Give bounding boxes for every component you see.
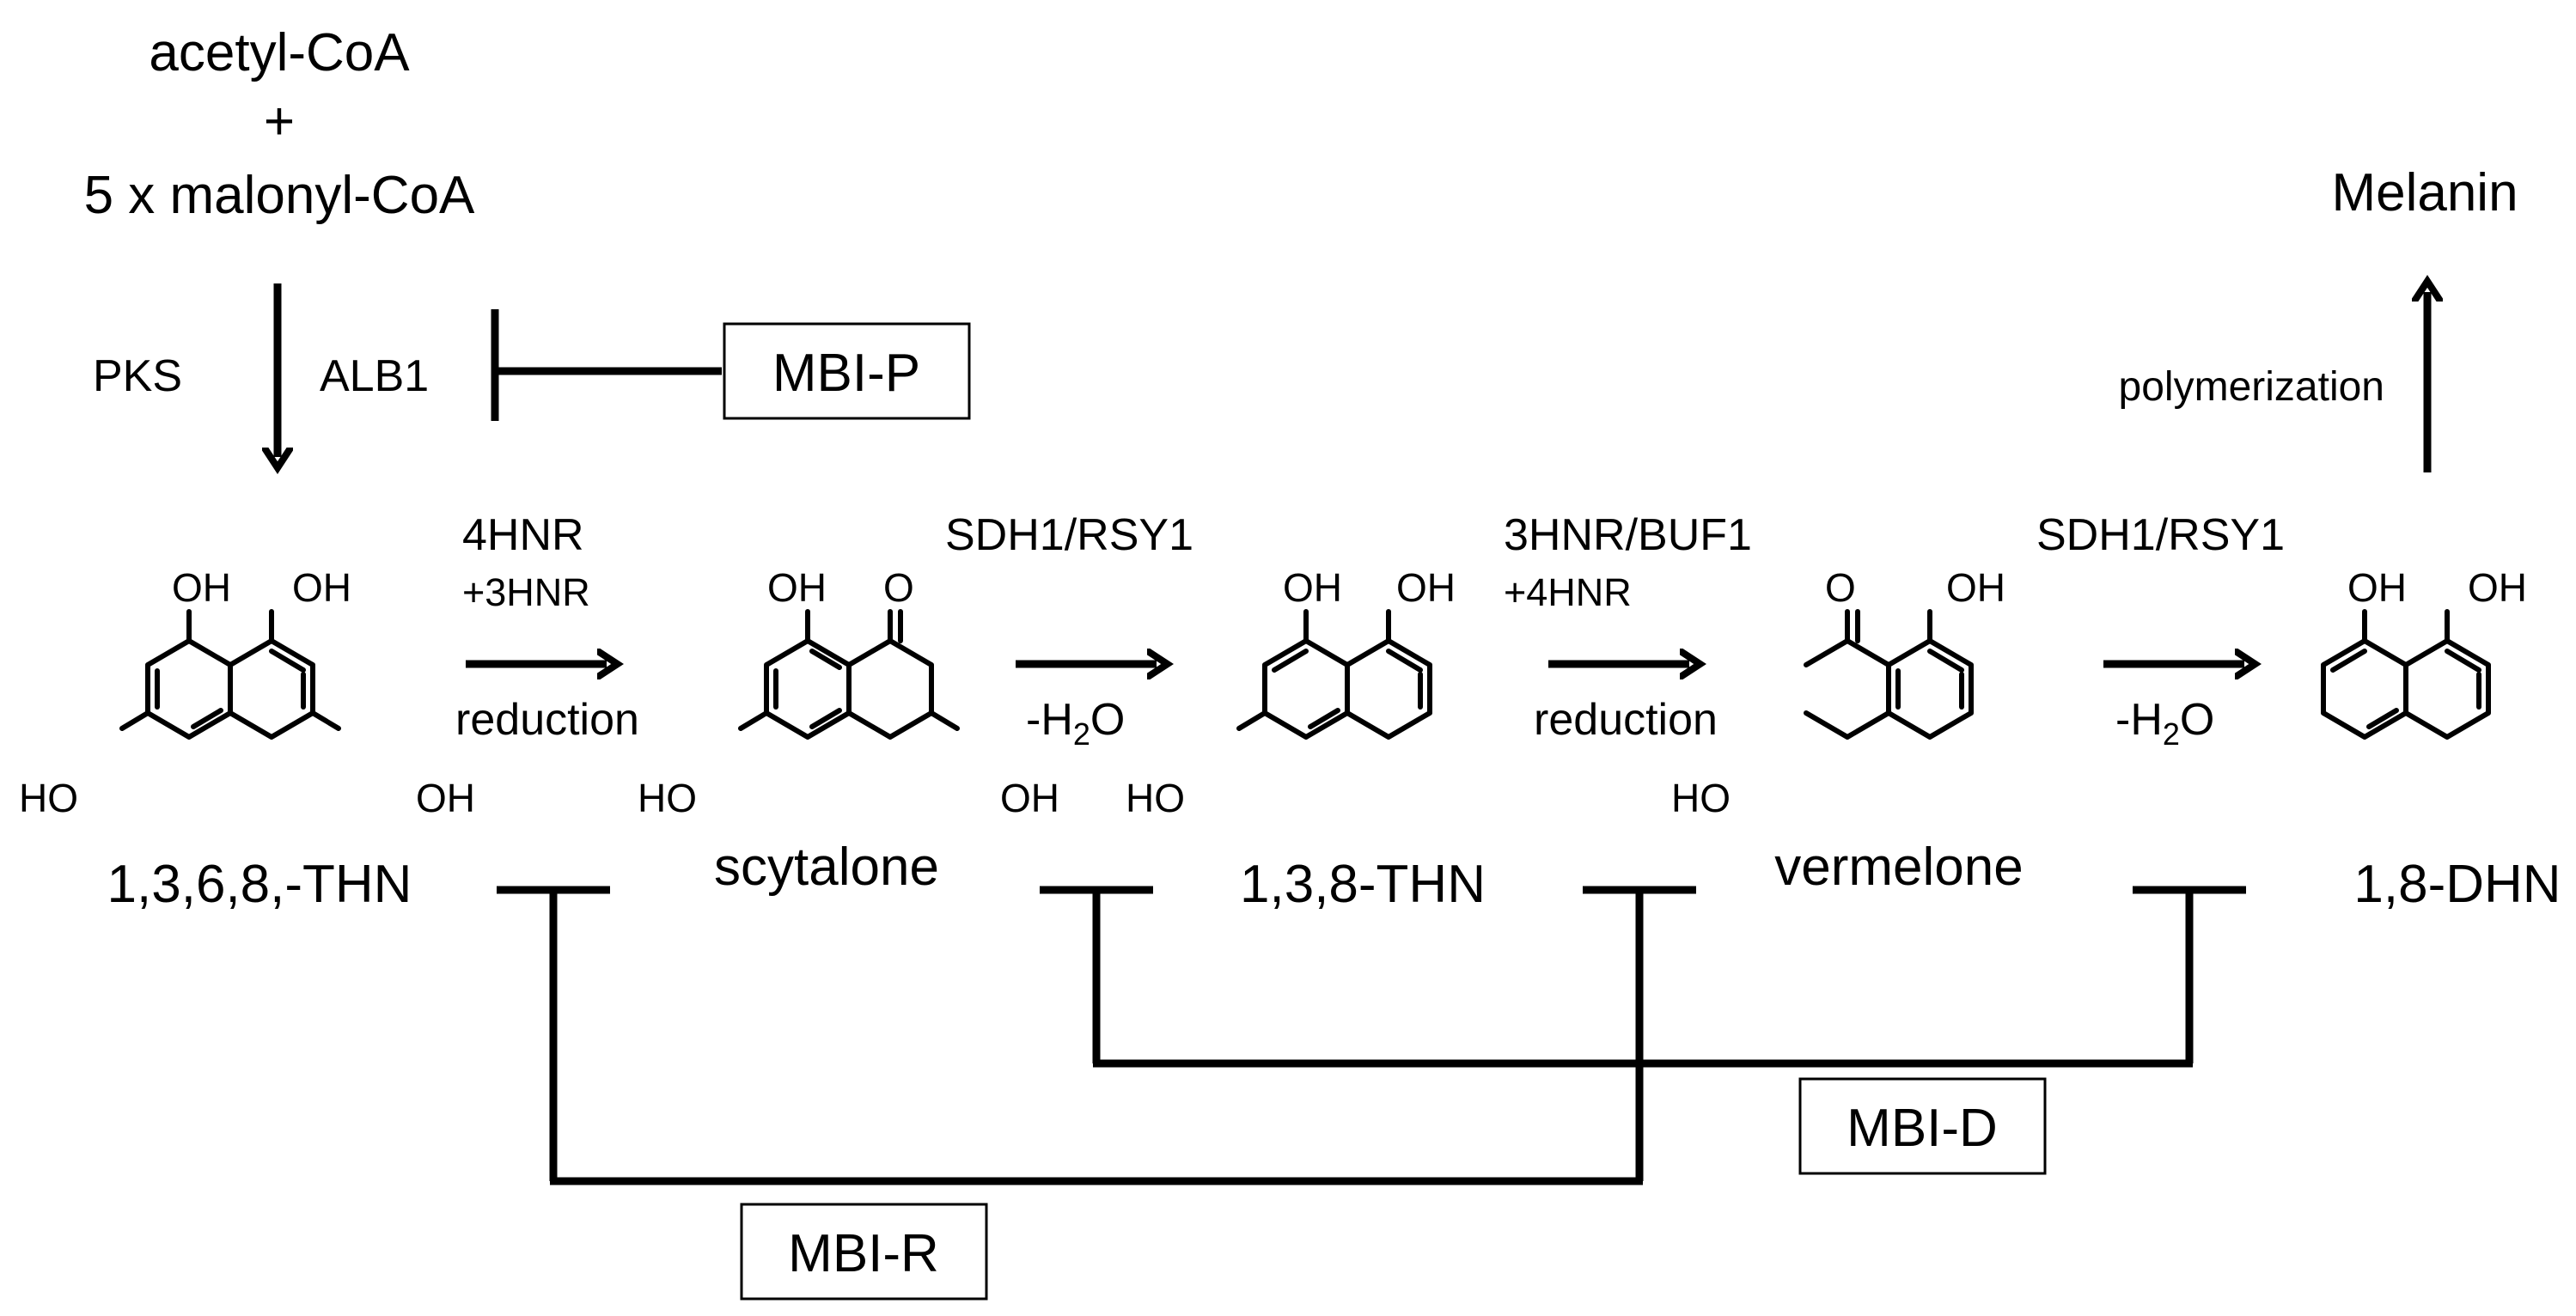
dhn-label: 1,8-DHN — [2353, 855, 2561, 914]
vermelone-structure — [1804, 609, 1974, 740]
thn1368-oh-8: OH — [292, 565, 351, 610]
polymerization-label: polymerization — [2119, 364, 2384, 410]
mbi-r-label: MBI-R — [788, 1224, 939, 1283]
thn1368-ho-6: HO — [19, 776, 78, 820]
dhn-oh-1: OH — [2347, 565, 2407, 610]
thn138-ho: HO — [1126, 776, 1185, 820]
mbi-d-inhibition-lines — [1040, 886, 2246, 1068]
scytalone-label: scytalone — [714, 838, 939, 897]
mbi-d-box — [1798, 1077, 2047, 1175]
step3-enzyme-4hnr: +4HNR — [1504, 570, 1632, 614]
alb1-label: ALB1 — [320, 351, 429, 401]
step4-enzyme: SDH1/RSY1 — [2036, 510, 2285, 560]
step2-enzyme: SDH1/RSY1 — [945, 510, 1193, 560]
scytalone-ketone-o: O — [883, 565, 914, 610]
vermelone-oh: OH — [1946, 565, 2005, 610]
thn138-structure — [1236, 609, 1432, 740]
thn1368-label: 1,3,6,8,-THN — [107, 855, 412, 914]
mbi-r-inhibition-lines — [497, 886, 1696, 1185]
thn1368-oh-3: OH — [416, 776, 475, 820]
step3-reduction: reduction — [1534, 695, 1718, 745]
plus-sign: + — [264, 92, 295, 151]
scytalone-structure — [738, 609, 960, 740]
thn138-oh-1: OH — [1283, 565, 1342, 610]
scytalone-oh-3: OH — [1000, 776, 1059, 820]
step4-dehydration: -H2O — [2115, 695, 2214, 752]
step1-enzyme-3hnr: +3HNR — [462, 570, 590, 614]
thn1368-structure — [119, 609, 341, 740]
mbi-r-box — [740, 1203, 988, 1301]
dhn-structure — [2321, 609, 2491, 740]
dhn-oh-8: OH — [2468, 565, 2527, 610]
mbi-p-label: MBI-P — [772, 344, 920, 403]
vermelone-ho: HO — [1671, 776, 1731, 820]
mbi-d-label: MBI-D — [1847, 1099, 1998, 1158]
malonyl-coa-label: 5 x malonyl-CoA — [84, 166, 475, 225]
step2-dehydration: -H2O — [1026, 695, 1125, 752]
melanin-label: Melanin — [2331, 163, 2518, 222]
vermelone-label: vermelone — [1774, 838, 2023, 897]
step3-enzyme-3hnr-buf1: 3HNR/BUF1 — [1504, 510, 1752, 560]
scytalone-ho: HO — [638, 776, 697, 820]
acetyl-coa-label: acetyl-CoA — [149, 23, 410, 82]
thn1368-oh-1: OH — [172, 565, 231, 610]
pks-label: PKS — [93, 351, 182, 401]
thn138-label: 1,3,8-THN — [1240, 855, 1486, 914]
vermelone-ketone-o: O — [1825, 565, 1856, 610]
scytalone-oh: OH — [767, 565, 827, 610]
mbi-p-box — [723, 322, 971, 420]
step1-enzyme-4hnr: 4HNR — [462, 510, 584, 560]
thn138-oh-8: OH — [1396, 565, 1456, 610]
step1-reduction: reduction — [455, 695, 639, 745]
